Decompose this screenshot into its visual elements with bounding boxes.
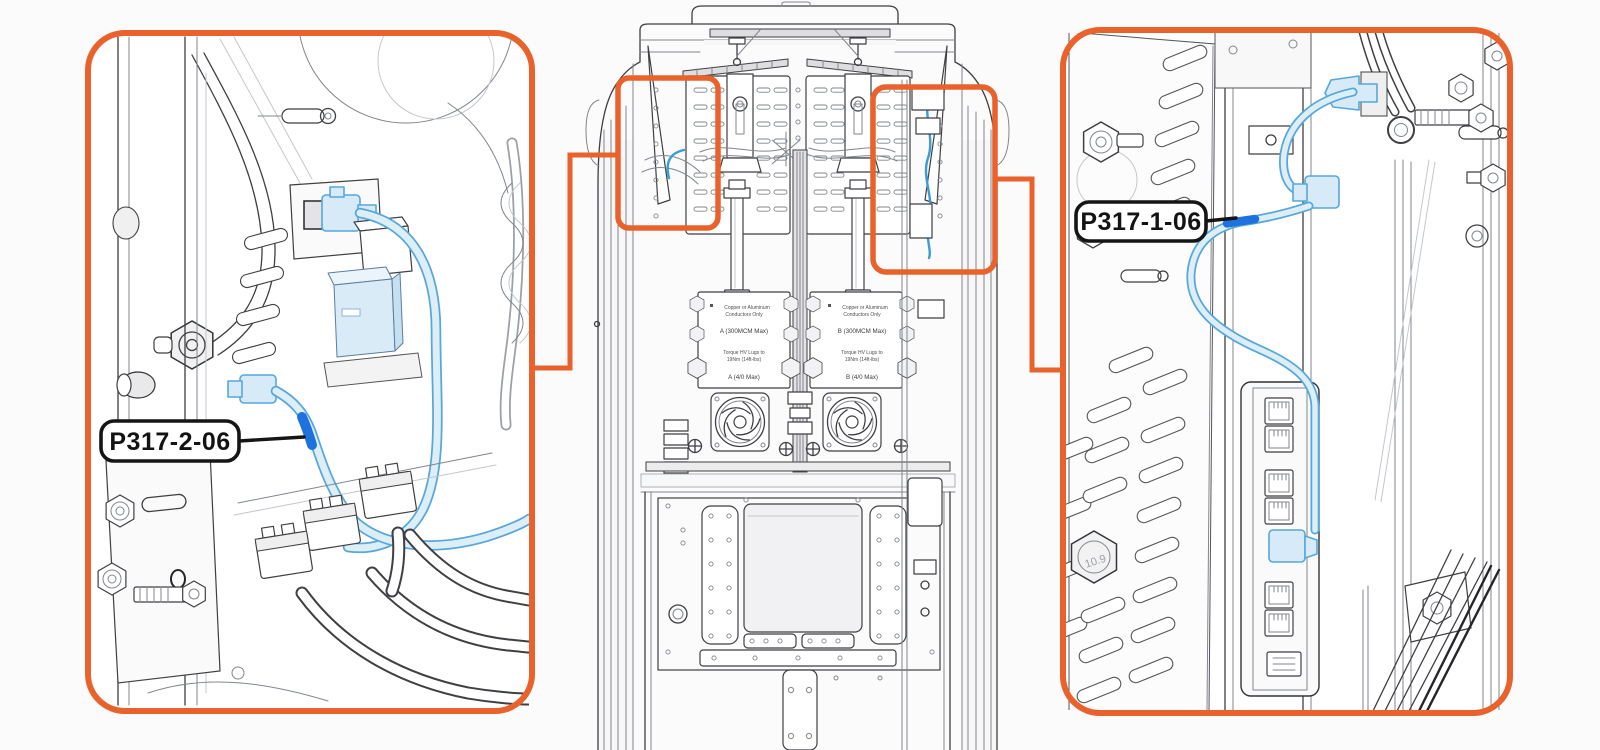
left-callout-text: P317-2-06	[109, 428, 230, 456]
center-cabinet-illustration: Copper or Aluminum Conductors Only A (30…	[585, 1, 1010, 750]
terminal-a-material-note-2: Conductors Only	[725, 312, 763, 318]
right-callout-label: P317-1-06	[1074, 200, 1238, 243]
highlighted-wire-left-region	[666, 148, 686, 180]
right-callout-connector-line	[997, 176, 1061, 373]
cooling-fan-right	[822, 392, 882, 452]
left-callout-connector-line	[533, 152, 616, 371]
blue-highlighted-module	[327, 266, 404, 358]
material-note-bullet-b	[828, 304, 831, 307]
right-panel-border	[1060, 27, 1513, 716]
blue-connector-bottom-right	[1268, 529, 1306, 563]
terminal-a-torque-note-1: Torque HV Lugs to	[723, 350, 765, 356]
terminal-a-material-note-1: Copper or Aluminum	[724, 305, 770, 311]
ground-symbol	[687, 438, 703, 454]
terminal-b-branch-lug-rating: B (4/0 Max)	[846, 374, 878, 381]
right-callout-leader-line	[1204, 216, 1238, 223]
blue-connector-lower-left	[239, 374, 277, 404]
ground-symbol	[893, 438, 909, 454]
left-callout-pill	[99, 419, 241, 463]
left-callout-label: P317-2-06	[99, 419, 306, 463]
blue-connector-upper-left	[321, 194, 361, 232]
terminal-a-branch-lug-rating: A (4/0 Max)	[728, 374, 760, 381]
left-highlight-box	[615, 75, 721, 231]
material-note-bullet-a	[710, 304, 713, 307]
terminal-block-a-text: Copper or Aluminum Conductors Only A (30…	[720, 305, 770, 381]
terminal-b-material-note-1: Copper or Aluminum	[842, 305, 888, 311]
terminal-a-main-lug-rating: A (300MCM Max)	[720, 328, 768, 335]
terminal-block-b-text: Copper or Aluminum Conductors Only B (30…	[838, 305, 888, 381]
left-panel-border	[85, 30, 535, 714]
left-detail-panel: P317-2-06	[85, 30, 535, 714]
cooling-fan-left	[710, 392, 770, 452]
right-highlight-box	[870, 84, 998, 275]
terminal-a-torque-note-2: 19Nm (14ft-lbs)	[727, 357, 762, 363]
harness-marker-left	[297, 412, 317, 450]
terminal-b-main-lug-rating: B (300MCM Max)	[838, 328, 886, 335]
harness-marker-right	[1222, 214, 1260, 228]
terminal-b-torque-note-1: Torque HV Lugs to	[841, 350, 883, 356]
ethernet-port-stack	[1264, 397, 1294, 637]
right-callout-pill	[1074, 200, 1208, 243]
terminal-b-material-note-2: Conductors Only	[843, 312, 881, 318]
left-callout-leader-line	[237, 435, 306, 443]
ground-symbol	[805, 441, 821, 457]
ground-symbol	[778, 441, 794, 457]
terminal-b-torque-note-2: 19Nm (14ft-lbs)	[845, 357, 880, 363]
grade-marked-bolt: 10.9	[1070, 530, 1118, 584]
left-panel-line-art	[97, 36, 529, 706]
right-detail-panel: 10.9	[1060, 27, 1513, 716]
right-callout-text: P317-1-06	[1080, 208, 1201, 236]
